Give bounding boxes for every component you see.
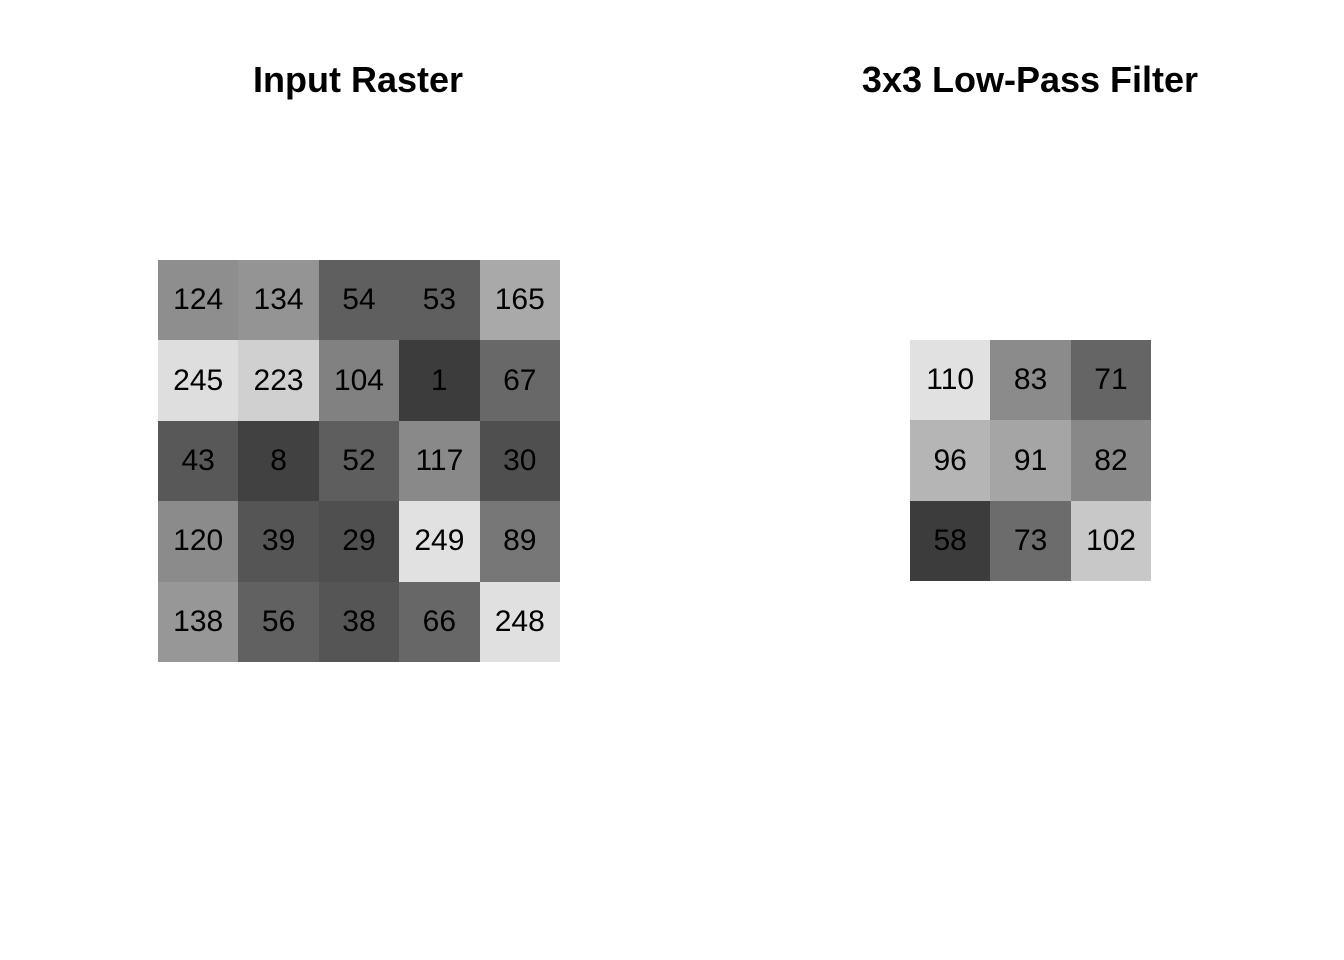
filter-cell: 73 xyxy=(990,500,1071,582)
input-raster-cell: 223 xyxy=(238,340,319,421)
input-raster-cell: 248 xyxy=(479,581,560,662)
input-raster-cell: 1 xyxy=(399,340,480,421)
filter-cell: 110 xyxy=(910,340,991,421)
filter-title: 3x3 Low-Pass Filter xyxy=(861,59,1199,100)
input-raster-cell: 117 xyxy=(399,420,480,502)
input-raster-cell: 134 xyxy=(238,260,319,341)
input-raster-cell: 8 xyxy=(238,420,319,502)
filter-cell: 96 xyxy=(910,420,991,501)
input-raster-cell: 66 xyxy=(399,581,480,662)
input-raster-cell: 67 xyxy=(479,340,560,421)
filter-cell: 102 xyxy=(1070,500,1152,582)
input-raster-cell: 52 xyxy=(318,420,400,502)
input-raster-cell: 39 xyxy=(238,501,319,582)
input-raster-cell: 104 xyxy=(318,340,400,421)
filter-cell: 91 xyxy=(990,420,1071,501)
input-raster-title: Input Raster xyxy=(252,59,464,100)
input-raster-cell: 56 xyxy=(238,581,319,662)
input-raster-cell: 165 xyxy=(479,260,560,341)
input-raster-cell: 245 xyxy=(158,340,239,421)
input-raster-cell: 53 xyxy=(399,260,480,341)
input-raster-cell: 124 xyxy=(158,260,239,341)
input-raster-cell: 120 xyxy=(158,501,239,582)
input-raster-cell: 29 xyxy=(318,501,400,582)
input-raster-cell: 38 xyxy=(318,581,400,662)
input-raster-cell: 43 xyxy=(158,420,239,502)
input-raster-cell: 30 xyxy=(479,420,560,502)
filter-cell: 58 xyxy=(910,500,991,582)
input-raster-cell: 138 xyxy=(158,581,239,662)
filter-cell: 82 xyxy=(1070,420,1152,501)
input-raster-cell: 54 xyxy=(318,260,400,341)
filter-cell: 83 xyxy=(990,340,1071,421)
filter-cell: 71 xyxy=(1070,340,1152,421)
input-raster-cell: 249 xyxy=(399,501,480,582)
input-raster-cell: 89 xyxy=(479,501,560,582)
